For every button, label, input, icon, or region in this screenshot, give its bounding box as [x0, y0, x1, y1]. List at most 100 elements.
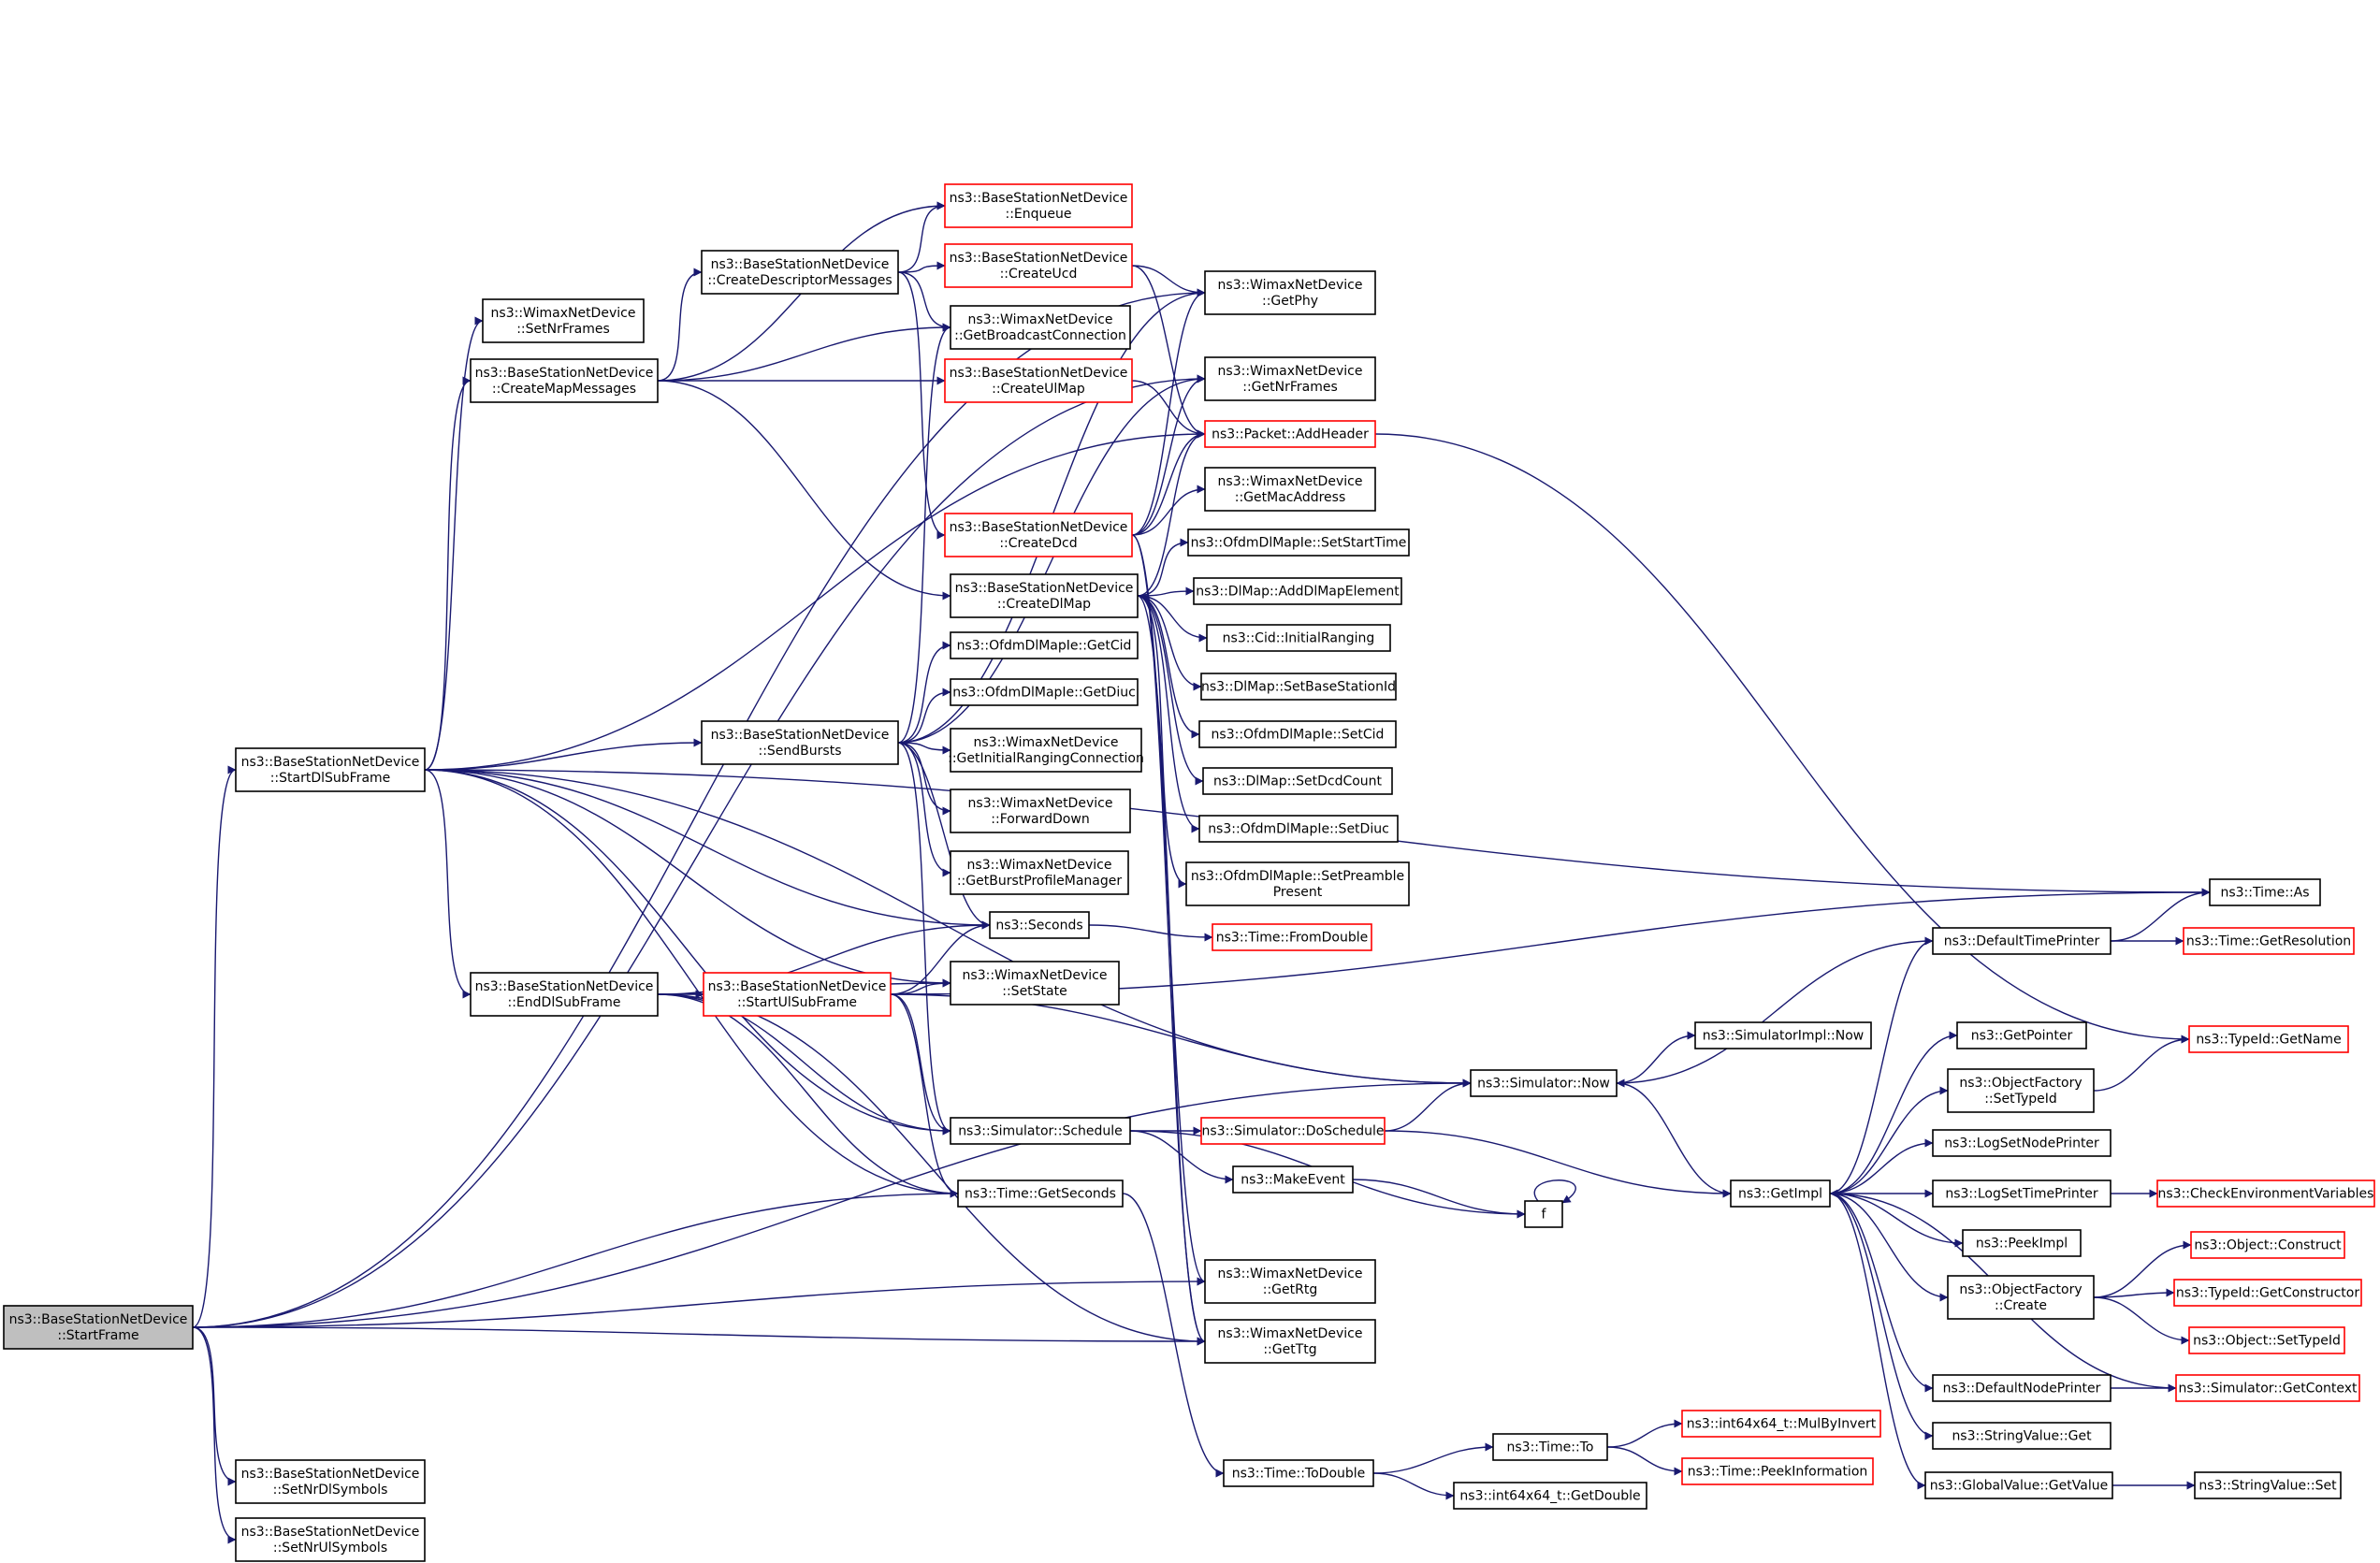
node-label: ns3::BaseStationNetDevice [711, 728, 890, 743]
node-getdouble[interactable]: ns3::int64x64_t::GetDouble [1453, 1482, 1647, 1510]
node-setcid[interactable]: ns3::OfdmDlMapIe::SetCid [1198, 720, 1397, 748]
node-setnrul[interactable]: ns3::BaseStationNetDevice::SetNrUlSymbol… [235, 1517, 426, 1562]
node-checkenv[interactable]: ns3::CheckEnvironmentVariables [2156, 1179, 2375, 1208]
node-f[interactable]: f [1524, 1200, 1563, 1228]
node-getconstructor[interactable]: ns3::TypeId::GetConstructor [2173, 1279, 2362, 1307]
node-getimpl[interactable]: ns3::GetImpl [1730, 1179, 1831, 1208]
node-mulbyinvert[interactable]: ns3::int64x64_t::MulByInvert [1681, 1410, 1881, 1438]
node-enqueue[interactable]: ns3::BaseStationNetDevice::Enqueue [944, 183, 1133, 228]
node-setnrframes[interactable]: ns3::WimaxNetDevice::SetNrFrames [482, 298, 645, 343]
node-setnrdl[interactable]: ns3::BaseStationNetDevice::SetNrDlSymbol… [235, 1459, 426, 1504]
node-defnodeprinter[interactable]: ns3::DefaultNodePrinter [1932, 1374, 2112, 1402]
node-forwarddown[interactable]: ns3::WimaxNetDevice::ForwardDown [950, 789, 1131, 833]
node-deftimeprinter[interactable]: ns3::DefaultTimePrinter [1932, 927, 2112, 955]
edge-createdlmap-to-initranging [1137, 595, 1208, 643]
node-peekimpl[interactable]: ns3::PeekImpl [1962, 1229, 2082, 1257]
node-enddl[interactable]: ns3::BaseStationNetDevice::EndDlSubFrame [470, 972, 659, 1017]
node-todouble[interactable]: ns3::Time::ToDouble [1223, 1459, 1374, 1487]
node-getburstprof[interactable]: ns3::WimaxNetDevice::GetBurstProfileMana… [950, 850, 1129, 895]
node-typeidgetname[interactable]: ns3::TypeId::GetName [2188, 1025, 2349, 1053]
node-getmac[interactable]: ns3::WimaxNetDevice::GetMacAddress [1204, 467, 1376, 512]
node-gvgetvalue[interactable]: ns3::GlobalValue::GetValue [1924, 1471, 2113, 1499]
node-getinitranging[interactable]: ns3::WimaxNetDevice::GetInitialRangingCo… [948, 728, 1144, 773]
node-getbroadcast[interactable]: ns3::WimaxNetDevice::GetBroadcastConnect… [950, 305, 1131, 350]
edge-ofcreate-to-getconstructor [2093, 1288, 2175, 1298]
node-adddlmapel[interactable]: ns3::DlMap::AddDlMapElement [1193, 577, 1402, 605]
node-box [1932, 1129, 2112, 1157]
node-setbsid[interactable]: ns3::DlMap::SetBaseStationId [1200, 673, 1397, 701]
node-getcid[interactable]: ns3::OfdmDlMapIe::GetCid [950, 631, 1139, 659]
node-fromdouble[interactable]: ns3::Time::FromDouble [1212, 923, 1372, 951]
node-createucd[interactable]: ns3::BaseStationNetDevice::CreateUcd [944, 243, 1133, 288]
node-getnrframes[interactable]: ns3::WimaxNetDevice::GetNrFrames [1204, 356, 1376, 401]
node-label: ns3::GlobalValue::GetValue [1930, 1479, 2108, 1494]
node-getpointer[interactable]: ns3::GetPointer [1956, 1021, 2087, 1049]
node-box [1204, 270, 1376, 315]
edge-createucd-to-addheader [1131, 265, 1206, 439]
node-label: ns3::Simulator::DoSchedule [1202, 1124, 1385, 1139]
node-createmap[interactable]: ns3::BaseStationNetDevice::CreateMapMess… [470, 358, 659, 403]
node-startdl[interactable]: ns3::BaseStationNetDevice::StartDlSubFra… [235, 747, 426, 792]
node-logsettimeprinter[interactable]: ns3::LogSetTimePrinter [1932, 1179, 2112, 1208]
node-label: ::GetBroadcastConnection [954, 328, 1126, 343]
node-box [944, 243, 1133, 288]
edge-seconds-to-fromdouble [1088, 924, 1213, 942]
node-doschedule[interactable]: ns3::Simulator::DoSchedule [1200, 1117, 1386, 1145]
node-label: ns3::ObjectFactory [1959, 1282, 2082, 1297]
node-createdlmap[interactable]: ns3::BaseStationNetDevice::CreateDlMap [950, 573, 1139, 618]
node-setdcdcount[interactable]: ns3::DlMap::SetDcdCount [1202, 767, 1393, 795]
node-getresolution[interactable]: ns3::Time::GetResolution [2183, 927, 2355, 955]
node-timeas[interactable]: ns3::Time::As [2209, 878, 2321, 906]
node-getcontext[interactable]: ns3::Simulator::GetContext [2175, 1374, 2360, 1402]
node-label: ns3::BaseStationNetDevice [241, 1525, 420, 1540]
node-box [701, 250, 899, 295]
node-createdesc[interactable]: ns3::BaseStationNetDevice::CreateDescrip… [701, 250, 899, 295]
node-makeevent[interactable]: ns3::MakeEvent [1232, 1165, 1354, 1194]
node-getrtg[interactable]: ns3::WimaxNetDevice::GetRtg [1204, 1259, 1376, 1304]
node-box [1204, 1259, 1376, 1304]
edge-createdesc-to-getbroadcast [897, 271, 951, 332]
node-getttg[interactable]: ns3::WimaxNetDevice::GetTtg [1204, 1319, 1376, 1364]
node-createdcd[interactable]: ns3::BaseStationNetDevice::CreateDcd [944, 513, 1133, 557]
node-simimplnow[interactable]: ns3::SimulatorImpl::Now [1694, 1021, 1872, 1049]
node-label: ::SetNrUlSymbols [273, 1541, 387, 1556]
node-schedule[interactable]: ns3::Simulator::Schedule [950, 1117, 1131, 1145]
node-addheader[interactable]: ns3::Packet::AddHeader [1204, 420, 1376, 448]
node-box [1947, 1275, 2095, 1320]
node-seconds[interactable]: ns3::Seconds [989, 911, 1090, 939]
node-createulmap[interactable]: ns3::BaseStationNetDevice::CreateUlMap [944, 358, 1133, 403]
node-startul[interactable]: ns3::BaseStationNetDevice::StartUlSubFra… [703, 972, 892, 1017]
node-timegetseconds[interactable]: ns3::Time::GetSeconds [957, 1179, 1124, 1208]
node-stringvalueset[interactable]: ns3::StringValue::Set [2194, 1471, 2342, 1499]
node-label: Present [1273, 885, 1323, 900]
node-objsettypeid[interactable]: ns3::Object::SetTypeId [2188, 1326, 2345, 1354]
node-label: ::GetPhy [1262, 294, 1318, 309]
edge-startframe-to-getphy [192, 288, 1206, 1328]
node-box [470, 358, 659, 403]
node-label: ::ForwardDown [991, 812, 1089, 827]
node-setstarttime[interactable]: ns3::OfdmDlMapIe::SetStartTime [1187, 528, 1410, 557]
node-objconstruct[interactable]: ns3::Object::Construct [2190, 1231, 2345, 1259]
node-timeto[interactable]: ns3::Time::To [1492, 1433, 1608, 1461]
edge-getimpl-to-ofsettypeid [1829, 1086, 1949, 1194]
node-stringvalueget[interactable]: ns3::StringValue::Get [1932, 1422, 2112, 1450]
node-ofsettypeid[interactable]: ns3::ObjectFactory::SetTypeId [1947, 1068, 2095, 1113]
node-simnow[interactable]: ns3::Simulator::Now [1470, 1069, 1618, 1097]
node-initranging[interactable]: ns3::Cid::InitialRanging [1206, 624, 1391, 652]
node-label: ::GetNrFrames [1242, 380, 1338, 395]
node-label: ::GetTtg [1263, 1342, 1316, 1357]
node-setdiuc[interactable]: ns3::OfdmDlMapIe::SetDiuc [1198, 815, 1399, 843]
node-ofcreate[interactable]: ns3::ObjectFactory::Create [1947, 1275, 2095, 1320]
node-sendbursts[interactable]: ns3::BaseStationNetDevice::SendBursts [701, 720, 899, 765]
edge-timegetseconds-to-todouble [1122, 1193, 1225, 1478]
node-getdiuc[interactable]: ns3::OfdmDlMapIe::GetDiuc [950, 678, 1139, 706]
node-setstate[interactable]: ns3::WimaxNetDevice::SetState [950, 961, 1120, 1006]
node-getphy[interactable]: ns3::WimaxNetDevice::GetPhy [1204, 270, 1376, 315]
edge-startul-to-timeas [890, 888, 2211, 995]
node-label: ns3::BaseStationNetDevice [950, 191, 1128, 206]
node-label: ns3::DlMap::AddDlMapElement [1196, 585, 1400, 600]
node-logsetnodeprinter[interactable]: ns3::LogSetNodePrinter [1932, 1129, 2112, 1157]
node-peekinfo[interactable]: ns3::Time::PeekInformation [1681, 1457, 1874, 1485]
edge-startframe-to-getttg [192, 1326, 1206, 1346]
